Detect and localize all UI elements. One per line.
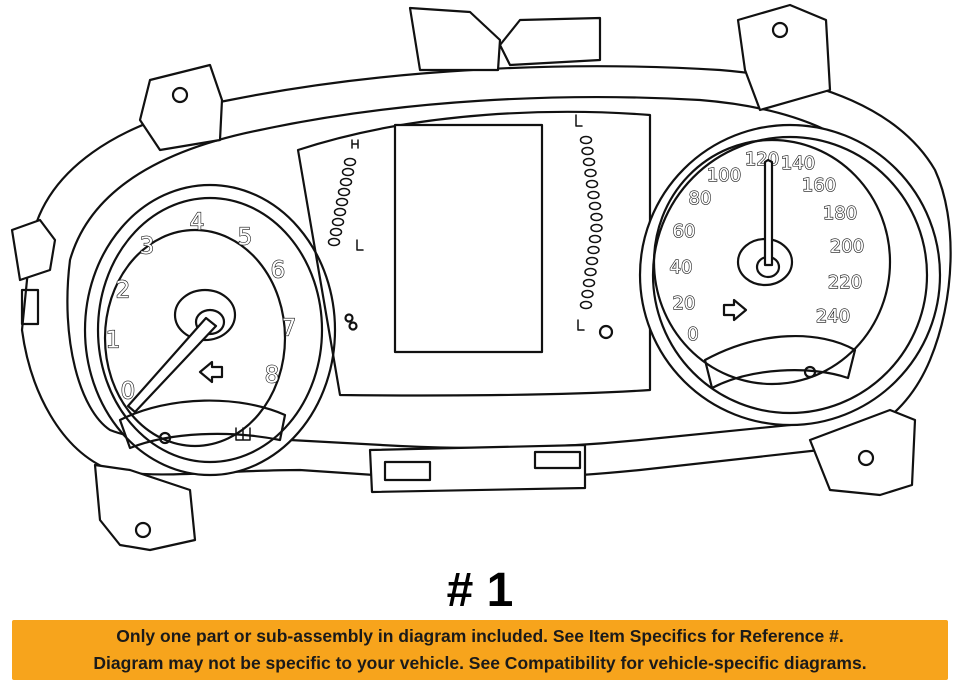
left-side-bracket	[10, 218, 57, 282]
gauge-scale-label: 0	[687, 324, 698, 345]
gauge-scale-label: 4	[190, 210, 205, 236]
indicator-dot	[584, 267, 597, 277]
indicator-lamp	[348, 321, 358, 331]
gauge-scale-label: 100	[707, 165, 741, 186]
gauge-scale-label: 20	[673, 293, 696, 314]
indicator-dot	[587, 190, 600, 200]
indicator-lamp	[158, 431, 172, 445]
notice-banner: Only one part or sub-assembly in diagram…	[12, 620, 948, 680]
gauge-scale-label: 6	[271, 258, 286, 284]
gauge-scale-label: 80	[689, 188, 712, 209]
gauge-scale-label: 120	[745, 149, 779, 170]
indicator-dot	[329, 227, 343, 237]
indicator-dot	[343, 157, 357, 167]
indicator-dot	[590, 223, 603, 233]
speedometer-bezel-inner	[651, 135, 929, 415]
connector-slot	[533, 450, 582, 470]
indicator-dot	[335, 197, 349, 207]
indicator-dot	[582, 157, 596, 167]
left-turn-arrow-icon	[198, 360, 224, 384]
gauge-scale-label: 240	[816, 306, 850, 327]
indicator-dot	[333, 207, 347, 217]
gauge-scale-label: 7	[282, 316, 297, 342]
indicator-dot	[579, 135, 593, 145]
empty-marker-icon	[577, 319, 585, 331]
mount-tab-top-center	[408, 6, 502, 72]
tachometer-dial	[103, 228, 287, 448]
tachometer-needle	[126, 316, 218, 414]
gauge-scale-label: 2	[116, 278, 131, 304]
center-display-screen	[393, 123, 544, 354]
indicator-dot	[581, 146, 594, 156]
gauge-scale-label: 1	[106, 328, 121, 354]
left-indicator-column	[327, 157, 357, 247]
side-slot	[20, 288, 40, 326]
indicator-dot	[341, 167, 355, 177]
indicator-dot	[590, 212, 603, 222]
mount-hole	[857, 449, 875, 467]
speedometer-bezel	[638, 123, 942, 427]
indicator-dot	[585, 256, 599, 266]
mount-tab-top-right-b	[736, 3, 832, 112]
indicator-dot	[337, 187, 351, 197]
gauge-scale-label: 5	[238, 225, 253, 251]
gauge-scale-label: 140	[781, 153, 815, 174]
gauge-scale-label: 8	[265, 363, 280, 389]
indicator-dot	[588, 201, 602, 211]
indicator-lamp	[344, 313, 354, 323]
gauge-scale-label: 40	[670, 257, 693, 278]
tachometer-bezel-inner	[96, 196, 324, 464]
right-indicator-column	[579, 135, 603, 310]
right-turn-arrow-icon	[722, 298, 748, 322]
indicator-dot	[331, 217, 345, 227]
mount-hole	[134, 521, 152, 539]
mount-hole	[171, 86, 189, 104]
gauge-scale-label: 200	[830, 236, 864, 257]
indicator-dot	[582, 278, 596, 288]
gauge-scale-label: 220	[828, 272, 862, 293]
indicator-dot	[579, 300, 593, 310]
gauge-scale-label: 60	[673, 221, 696, 242]
notice-line-2: Diagram may not be specific to your vehi…	[93, 653, 867, 673]
cold-marker-icon	[356, 239, 364, 251]
hot-marker-icon	[351, 139, 359, 149]
indicator-dot	[585, 179, 599, 189]
mount-tab-bottom-left	[93, 463, 197, 552]
tachometer-scale: 01 23 4 56 78	[105, 209, 297, 405]
indicator-dot	[588, 234, 602, 244]
indicator-lamp	[803, 365, 817, 379]
tachometer-lower-panel	[118, 399, 287, 450]
indicator-dot	[339, 177, 353, 187]
speedometer-needle	[763, 158, 774, 267]
gauge-scale-label: 180	[823, 203, 857, 224]
mount-tab-top-left	[138, 63, 224, 152]
gauge-scale-label: 3	[140, 234, 155, 260]
mount-hole	[771, 21, 789, 39]
gauge-scale-label: 0	[121, 379, 136, 405]
speedometer-lower-panel	[703, 334, 857, 390]
gauge-scale-label: 160	[802, 175, 836, 196]
indicator-dot	[587, 245, 600, 255]
connector-slot	[383, 460, 432, 482]
mount-tab-top-right-a	[498, 16, 602, 67]
notice-line-1: Only one part or sub-assembly in diagram…	[116, 626, 844, 646]
indicator-dot	[581, 289, 594, 299]
full-marker-icon	[575, 114, 583, 127]
speedometer-dial	[652, 138, 892, 386]
indicator-lamp	[598, 324, 614, 340]
indicator-dot	[327, 237, 341, 247]
part-number-label: # 1	[446, 564, 514, 617]
indicator-dot	[584, 168, 597, 178]
fuel-icon	[235, 427, 251, 441]
